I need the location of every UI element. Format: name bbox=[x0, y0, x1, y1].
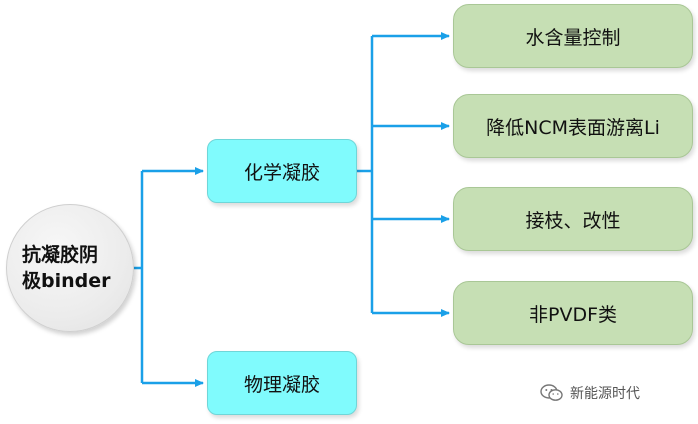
leaf-node-water-control: 水含量控制 bbox=[453, 4, 693, 68]
branch-node-physical-gel: 物理凝胶 bbox=[207, 351, 357, 415]
leaf-node-grafting-modification: 接枝、改性 bbox=[453, 187, 693, 251]
watermark-text: 新能源时代 bbox=[570, 386, 640, 402]
leaf-label: 接枝、改性 bbox=[525, 209, 621, 232]
leaf-label: 非PVDF类 bbox=[528, 303, 617, 326]
leaf-node-reduce-free-li: 降低NCM表面游离Li bbox=[453, 94, 693, 158]
branch-label: 化学凝胶 bbox=[243, 161, 320, 184]
branch-node-chemical-gel: 化学凝胶 bbox=[207, 139, 357, 203]
leaf-node-non-pvdf: 非PVDF类 bbox=[453, 281, 693, 345]
watermark: 新能源时代 bbox=[540, 383, 640, 403]
root-node: 抗凝胶阴 极binder bbox=[6, 204, 134, 332]
leaf-label: 降低NCM表面游离Li bbox=[486, 116, 660, 139]
branch-label: 物理凝胶 bbox=[243, 373, 320, 396]
leaf-label: 水含量控制 bbox=[525, 26, 621, 49]
root-label-line1: 抗凝胶阴 bbox=[22, 244, 99, 266]
root-label-line2: 极binder bbox=[22, 270, 111, 292]
wechat-icon bbox=[540, 384, 563, 401]
